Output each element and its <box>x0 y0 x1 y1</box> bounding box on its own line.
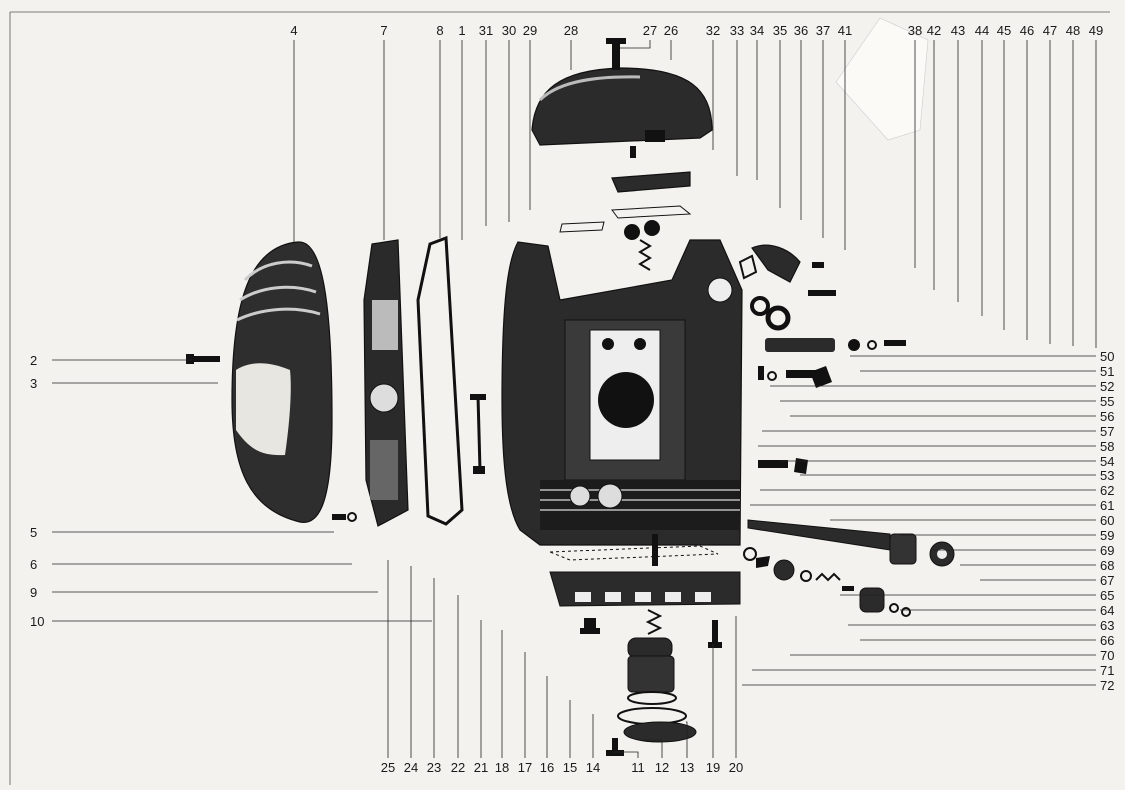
part-number-12: 12 <box>655 760 669 775</box>
part-number-60: 60 <box>1100 513 1114 528</box>
part-number-58: 58 <box>1100 439 1114 454</box>
part-number-54: 54 <box>1100 454 1114 469</box>
part-number-71: 71 <box>1100 663 1114 678</box>
leader-11 <box>612 751 639 758</box>
part-number-32: 32 <box>706 23 720 38</box>
part-number-56: 56 <box>1100 409 1114 424</box>
part-number-57: 57 <box>1100 424 1114 439</box>
part-number-8: 8 <box>436 23 443 38</box>
stud-part-6 <box>470 394 486 474</box>
leader-12 <box>640 739 663 758</box>
part-number-13: 13 <box>680 760 694 775</box>
part-number-44: 44 <box>975 23 989 38</box>
cover-part-4 <box>231 241 333 523</box>
part-number-67: 67 <box>1100 573 1114 588</box>
part-number-36: 36 <box>794 23 808 38</box>
right-fittings <box>738 244 906 474</box>
leader-13 <box>686 721 688 758</box>
part-number-49: 49 <box>1089 23 1103 38</box>
leader-lines <box>52 40 1097 758</box>
filter-stack-parts-17-11 <box>580 609 722 756</box>
part-number-4: 4 <box>290 23 297 38</box>
cap-part-33 <box>611 146 692 219</box>
part-number-5: 5 <box>30 525 37 540</box>
part-number-33: 33 <box>730 23 744 38</box>
part-number-45: 45 <box>997 23 1011 38</box>
part-number-63: 63 <box>1100 618 1114 633</box>
part-number-48: 48 <box>1066 23 1080 38</box>
part-number-41: 41 <box>838 23 852 38</box>
part-number-64: 64 <box>1100 603 1114 618</box>
part-number-22: 22 <box>451 760 465 775</box>
plate-part-7 <box>363 239 409 527</box>
leader-27 <box>620 40 651 49</box>
part-number-38: 38 <box>908 23 922 38</box>
part-number-34: 34 <box>750 23 764 38</box>
part-number-21: 21 <box>474 760 488 775</box>
part-number-16: 16 <box>540 760 554 775</box>
part-number-26: 26 <box>664 23 678 38</box>
shaft-part-60 <box>743 519 955 617</box>
part-number-1: 1 <box>458 23 465 38</box>
part-number-72: 72 <box>1100 678 1114 693</box>
part-number-65: 65 <box>1100 588 1114 603</box>
part-number-29: 29 <box>523 23 537 38</box>
part-number-51: 51 <box>1100 364 1114 379</box>
part-number-27: 27 <box>643 23 657 38</box>
part-number-43: 43 <box>951 23 965 38</box>
bolt-parts-2-3 <box>186 354 357 522</box>
part-number-14: 14 <box>586 760 600 775</box>
part-number-37: 37 <box>816 23 830 38</box>
hood-part-28 <box>531 38 713 146</box>
part-number-24: 24 <box>404 760 418 775</box>
part-number-70: 70 <box>1100 648 1114 663</box>
part-number-46: 46 <box>1020 23 1034 38</box>
part-number-66: 66 <box>1100 633 1114 648</box>
part-number-9: 9 <box>30 585 37 600</box>
part-number-17: 17 <box>518 760 532 775</box>
part-number-7: 7 <box>380 23 387 38</box>
part-number-53: 53 <box>1100 468 1114 483</box>
part-number-6: 6 <box>30 557 37 572</box>
part-number-42: 42 <box>927 23 941 38</box>
part-number-18: 18 <box>495 760 509 775</box>
part-number-15: 15 <box>563 760 577 775</box>
part-number-20: 20 <box>729 760 743 775</box>
part-number-30: 30 <box>502 23 516 38</box>
part-number-31: 31 <box>479 23 493 38</box>
part-number-11: 11 <box>631 760 645 775</box>
gasket-part-8 <box>416 235 464 526</box>
torn-paper-patch <box>835 17 929 141</box>
part-number-52: 52 <box>1100 379 1114 394</box>
part-number-2: 2 <box>30 353 37 368</box>
spring-assembly <box>559 220 660 271</box>
part-number-23: 23 <box>427 760 441 775</box>
part-number-59: 59 <box>1100 528 1114 543</box>
part-number-55: 55 <box>1100 394 1114 409</box>
part-number-68: 68 <box>1100 558 1114 573</box>
part-number-47: 47 <box>1043 23 1057 38</box>
part-number-61: 61 <box>1100 498 1114 513</box>
housing-part-1 <box>501 239 743 546</box>
part-number-69: 69 <box>1100 543 1114 558</box>
part-number-3: 3 <box>30 376 37 391</box>
base-plate-part-23 <box>549 534 741 607</box>
part-number-35: 35 <box>773 23 787 38</box>
part-number-25: 25 <box>381 760 395 775</box>
part-number-19: 19 <box>706 760 720 775</box>
part-number-28: 28 <box>564 23 578 38</box>
part-number-62: 62 <box>1100 483 1114 498</box>
part-number-50: 50 <box>1100 349 1114 364</box>
part-number-10: 10 <box>30 614 44 629</box>
